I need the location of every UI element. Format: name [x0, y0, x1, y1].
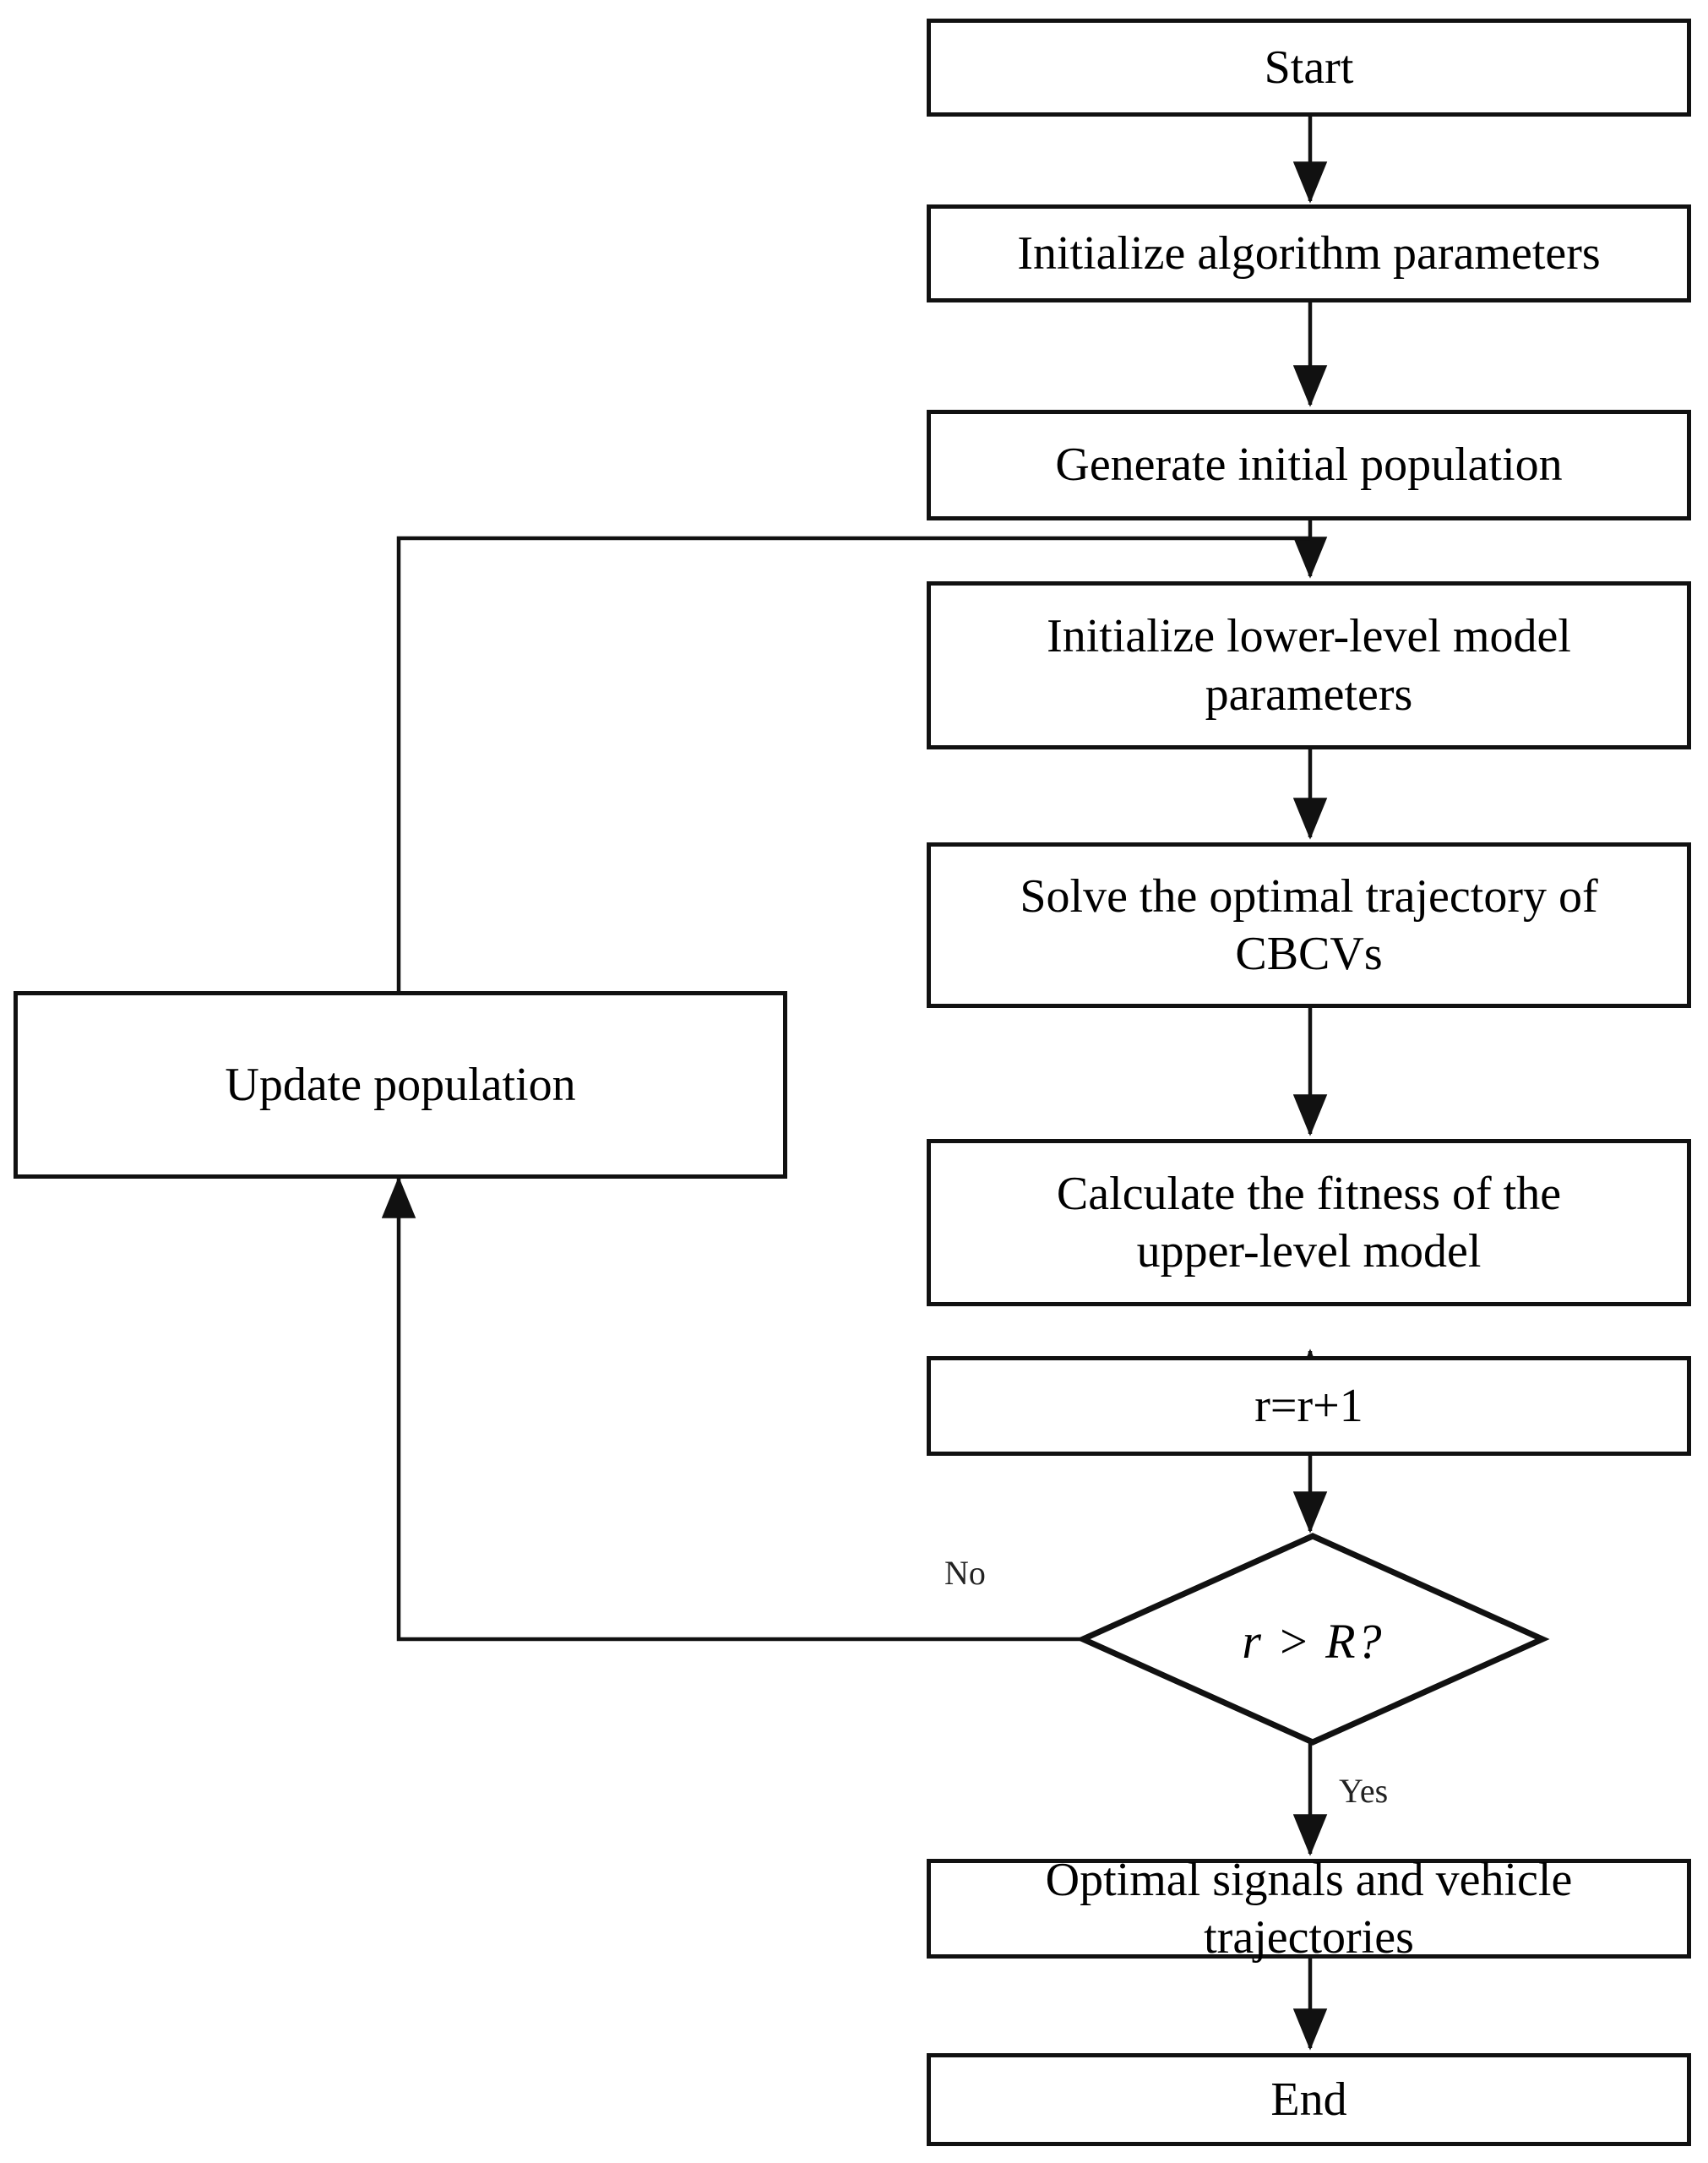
node-initialize-algorithm-parameters[interactable]: Initialize algorithm parameters: [927, 204, 1691, 302]
node-increment-counter[interactable]: r=r+1: [927, 1356, 1691, 1456]
node-update-population-label: Update population: [225, 1058, 576, 1111]
decision-diamond-shape: [1075, 1533, 1550, 1746]
node-end[interactable]: End: [927, 2053, 1691, 2146]
node-end-label: End: [1270, 2073, 1347, 2126]
edge-label-yes: Yes: [1339, 1772, 1389, 1810]
node-decision-label: r > R?: [1242, 1613, 1384, 1669]
node-increment-counter-label: r=r+1: [1254, 1379, 1363, 1432]
node-solve-optimal-trajectory-cbcvs-label: Solve the optimal trajectory of CBCVs: [1020, 869, 1598, 980]
node-update-population[interactable]: Update population: [14, 991, 787, 1179]
node-optimal-signals-and-vehicle-trajectories-label: Optimal signals and vehicle trajectories: [1045, 1853, 1573, 1964]
node-initialize-algorithm-parameters-label: Initialize algorithm parameters: [1017, 226, 1601, 280]
edge-label-no: No: [944, 1554, 986, 1592]
node-start[interactable]: Start: [927, 19, 1691, 117]
node-initialize-lower-level-model-parameters-label: Initialize lower-level model parameters: [1047, 610, 1571, 721]
node-start-label: Start: [1264, 41, 1354, 94]
node-decision-r-greater-than-R[interactable]: r > R?: [1083, 1536, 1542, 1742]
node-calculate-fitness-upper-level-model-label: Calculate the fitness of the upper-level…: [1056, 1167, 1562, 1278]
node-calculate-fitness-upper-level-model[interactable]: Calculate the fitness of the upper-level…: [927, 1139, 1691, 1306]
node-generate-initial-population[interactable]: Generate initial population: [927, 410, 1691, 520]
node-generate-initial-population-label: Generate initial population: [1055, 439, 1563, 492]
node-initialize-lower-level-model-parameters[interactable]: Initialize lower-level model parameters: [927, 581, 1691, 749]
node-optimal-signals-and-vehicle-trajectories[interactable]: Optimal signals and vehicle trajectories: [927, 1854, 1691, 1964]
node-solve-optimal-trajectory-cbcvs[interactable]: Solve the optimal trajectory of CBCVs: [927, 842, 1691, 1008]
